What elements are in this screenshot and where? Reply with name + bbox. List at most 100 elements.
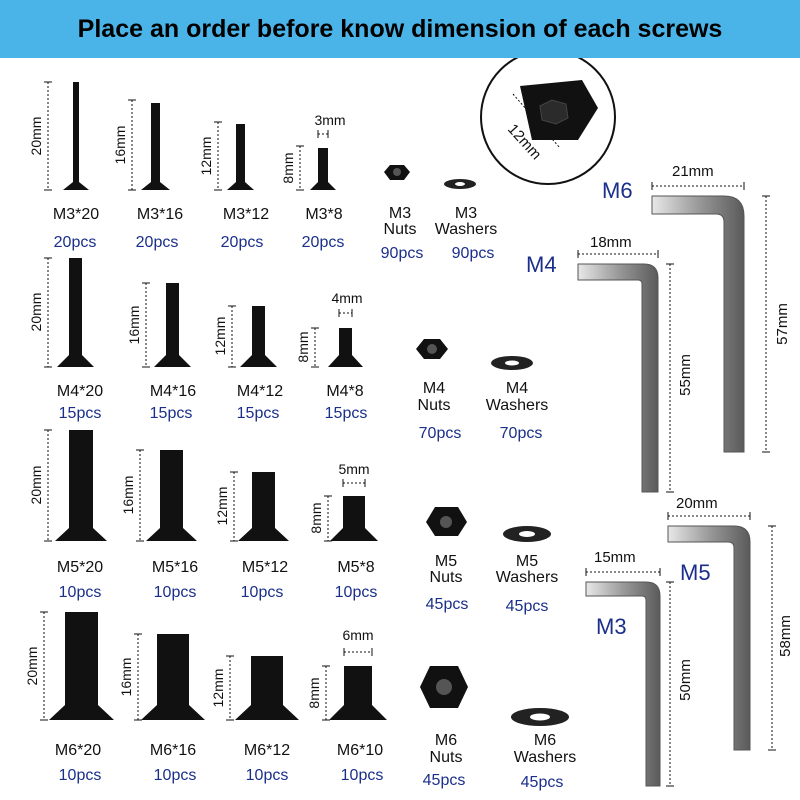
length-label: 12mm [210,669,226,708]
screw-m4x12 [240,306,277,367]
nut-m5 [426,507,467,536]
length-label: 20mm [28,293,44,332]
screw-size-label: M5*12 [242,559,288,576]
allen-key-long-arm: 58mm [777,615,794,657]
washers-label: Washers [514,749,577,766]
quantity-label: 45pcs [426,596,469,613]
allen-key-m4 [577,263,659,493]
quantity-label: 20pcs [136,234,179,251]
screw-size-label: M3*20 [53,206,99,223]
screw-m5x20 [55,430,107,541]
washers-label: Washers [486,397,549,414]
length-label: 12mm [212,317,228,356]
quantity-label: 15pcs [150,405,193,422]
head-width-label: 6mm [342,627,373,643]
product-diagram: 20mm 16mm 12mm 8mm 20mm 16mm 12mm 8mm 20… [24,58,794,791]
length-label: 16mm [126,306,142,345]
washers-label: M3 [455,205,477,222]
nuts-label: M3 [389,205,411,222]
quantity-label: 10pcs [241,584,284,601]
allen-key-long-arm: 57mm [774,303,791,345]
head-width-label: 3mm [314,112,345,128]
washer-m5 [503,526,551,542]
length-label: 20mm [24,647,40,686]
screw-m5x16 [146,450,197,541]
allen-key-long-arm: 55mm [677,354,694,396]
screw-m3x20 [63,82,89,190]
quantity-label: 10pcs [246,767,289,784]
quantity-label: 10pcs [341,767,384,784]
screw-m4x20 [57,258,94,367]
nuts-label: Nuts [430,749,463,766]
screw-size-label: M6*20 [55,742,101,759]
quantity-label: 20pcs [221,234,264,251]
length-label: 8mm [306,677,322,708]
nuts-label: M5 [435,553,457,570]
screw-m6x20 [49,612,114,720]
screw-size-label: M4*16 [150,383,196,400]
nuts-label: M6 [435,732,457,749]
allen-key-name: M5 [680,560,711,585]
washer-m3 [444,179,476,189]
screw-m5x8 [330,496,378,541]
nut-m4 [416,339,448,359]
screw-m6x10 [329,666,387,720]
length-label: 16mm [112,126,128,165]
screw-m3x12 [227,124,254,190]
washers-label: M4 [506,380,528,397]
screw-m6x16 [141,634,205,720]
screw-head-closeup: 12mm [480,58,616,185]
length-label: 8mm [280,152,296,183]
washers-label: M5 [516,553,538,570]
screw-m4x16 [154,283,191,367]
washers-label: M6 [534,732,556,749]
allen-key-m3 [585,581,661,787]
screw-size-label: M3*8 [305,206,342,223]
length-label: 16mm [118,658,134,697]
head-width-label: 5mm [338,461,369,477]
length-label: 8mm [295,331,311,362]
quantity-label: 45pcs [521,774,564,791]
allen-key-name: M4 [526,252,557,277]
nut-m6 [420,666,468,708]
allen-key-short-arm: 20mm [676,495,718,512]
washer-m6 [511,708,569,726]
quantity-label: 20pcs [54,234,97,251]
screw-size-label: M6*16 [150,742,196,759]
screw-size-label: M6*12 [244,742,290,759]
allen-key-name: M6 [602,178,633,203]
nuts-label: Nuts [430,569,463,586]
screw-size-label: M5*8 [337,559,374,576]
title-banner [0,0,800,58]
washers-label: Washers [435,221,498,238]
quantity-label: 90pcs [381,245,424,262]
screw-size-label: M3*16 [137,206,183,223]
length-label: 12mm [198,137,214,176]
quantity-label: 45pcs [423,772,466,789]
length-label: 20mm [28,117,44,156]
washers-label: Washers [496,569,559,586]
quantity-label: 45pcs [506,598,549,615]
screw-size-label: M6*10 [337,742,383,759]
allen-key-m5 [667,525,751,751]
screw-m3x8 [310,148,336,190]
allen-key-dimension-lines [577,182,776,787]
allen-key-long-arm: 50mm [677,659,694,701]
length-label: 16mm [120,476,136,515]
screw-size-label: M4*8 [326,383,363,400]
screw-size-label: M5*16 [152,559,198,576]
allen-key-short-arm: 21mm [672,163,714,180]
banner-title: Place an order before know dimension of … [77,15,723,43]
quantity-label: 10pcs [59,584,102,601]
quantity-label: 10pcs [154,584,197,601]
quantity-label: 10pcs [154,767,197,784]
nuts-label: M4 [423,380,445,397]
quantity-label: 10pcs [59,767,102,784]
quantity-label: 70pcs [500,425,543,442]
quantity-label: 15pcs [325,405,368,422]
allen-key-short-arm: 18mm [590,234,632,251]
allen-key-short-arm: 15mm [594,549,636,566]
head-width-label: 4mm [331,290,362,306]
nuts-label: Nuts [384,221,417,238]
length-label: 20mm [28,466,44,505]
